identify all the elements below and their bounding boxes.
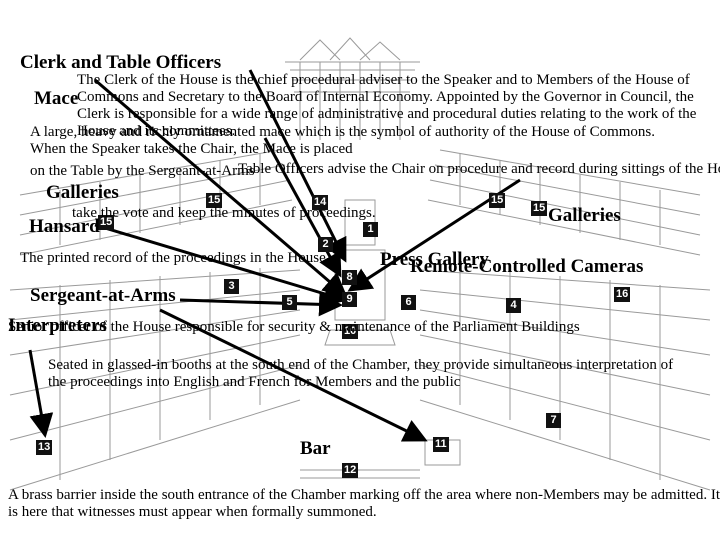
clerk-heading: Clerk and Table Officers [20,52,222,73]
marker-15-left-b: 15 [206,193,223,208]
table-officers-description-2: take the vote and keep the minutes of pr… [72,205,376,221]
marker-6: 6 [401,295,416,310]
marker-2: 2 [318,237,333,252]
interpreters-heading: Interpreters [8,315,107,336]
marker-3: 3 [224,279,239,294]
arrow-table-officers [263,137,342,278]
marker-15-left: 15 [98,215,115,230]
galleries-right-heading: Galleries [548,205,621,226]
interpreters-description: Seated in glassed-in booths at the south… [48,357,674,390]
marker-11: 11 [433,437,449,452]
marker-5: 5 [282,295,297,310]
hansard-heading: Hansard [29,216,100,237]
marker-9: 9 [342,292,357,307]
sergeant-description: Senior officer of the House responsible … [8,319,580,335]
hansard-description: The printed record of the proceedings in… [20,250,326,266]
bar-description: A brass barrier inside the south entranc… [8,487,720,520]
marker-16: 16 [614,287,631,302]
arrow-interpreters [28,349,54,438]
marker-1: 1 [363,222,378,237]
marker-15-right-b: 15 [531,201,548,216]
marker-12: 12 [342,463,359,478]
sergeant-heading: Sergeant-at-Arms [30,285,176,306]
clerk-description: The Clerk of the House is the chief proc… [77,72,697,139]
press-gallery-heading: Press Gallery [380,249,489,270]
marker-10: 10 [342,324,359,339]
marker-7: 7 [546,413,561,428]
mace-description: A large, heavy and richly ornamented mac… [30,124,655,157]
mace-description-2: on the Table by the Sergeant-at-Arms [30,163,255,179]
marker-15-right: 15 [489,193,506,208]
table-officers-description: Table Officers advise the Chair on proce… [238,161,720,177]
arrow-clerk [248,69,347,263]
arrow-mace [94,78,348,297]
arrow-hansard [94,223,348,306]
marker-8: 8 [342,270,357,285]
marker-13: 13 [36,440,53,455]
arrow-sergeant [179,292,343,317]
bar-heading: Bar [300,438,331,459]
marker-4: 4 [506,298,521,313]
galleries-left-heading: Galleries [46,182,119,203]
arrow-bar [159,308,428,442]
marker-14: 14 [312,195,329,210]
mace-heading: Mace [34,88,79,109]
remote-cameras-heading: Remote-Controlled Cameras [410,256,644,277]
